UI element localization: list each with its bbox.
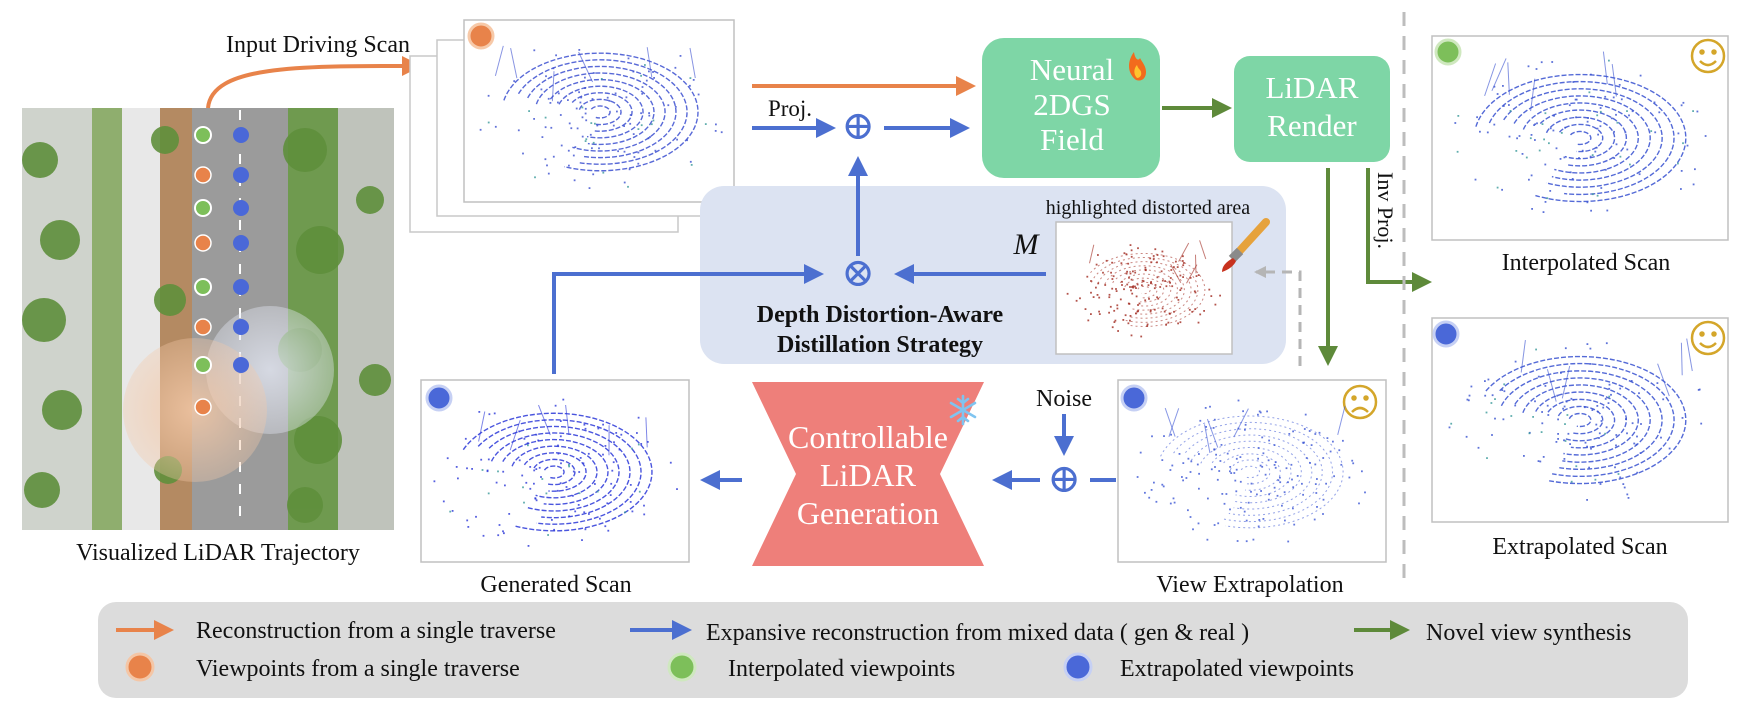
snowflake-icon (949, 394, 977, 426)
neural-2dgs-line1: Neural (1030, 52, 1114, 87)
blue-viewpoint-badge (1120, 384, 1148, 412)
view-extrapolation-image (1117, 379, 1387, 563)
lidar-point-cloud (1136, 399, 1366, 543)
lidar-point-cloud (1448, 338, 1703, 501)
legend-green-text: Novel view synthesis (1426, 620, 1631, 646)
legend-interpolated-text: Interpolated viewpoints (728, 656, 955, 682)
trajectory-caption: Visualized LiDAR Trajectory (76, 540, 360, 566)
lidar-render-box (1234, 56, 1390, 162)
input-scan-label: Input Driving Scan (226, 32, 410, 58)
legend-traverse-text: Viewpoints from a single traverse (196, 656, 520, 682)
lidar-point-cloud (479, 45, 723, 189)
interpolated-scan-image (1431, 35, 1729, 241)
smile-face-icon (1690, 320, 1726, 356)
oplus-top: ⊕ (841, 103, 875, 148)
generated-to-otimes-arrow (552, 264, 824, 374)
legend-blue-dot (1063, 652, 1093, 682)
inv-proj-label: Inv Proj. (1373, 172, 1398, 249)
otimes-symbol: ⊗ (841, 250, 875, 295)
extrapolated-viewpoint (233, 279, 249, 295)
interpolated-viewpoint (194, 356, 212, 374)
proj-label: Proj. (768, 96, 812, 121)
fire-icon (1129, 52, 1146, 81)
extrapolated-viewpoint (233, 127, 249, 143)
interpolated-viewpoint (194, 199, 212, 217)
legend-orange-text: Reconstruction from a single traverse (196, 618, 556, 644)
highlighted-area-label: highlighted distorted area (1046, 197, 1251, 219)
view-extrapolation-caption: View Extrapolation (1156, 572, 1343, 598)
interpolated-viewpoint (194, 278, 212, 296)
controllable-generation-block (752, 382, 984, 566)
lidar-point-cloud (1066, 240, 1221, 338)
lidar-point-cloud (1454, 51, 1707, 213)
input-scan-front (463, 19, 735, 203)
extrapolated-viewpoint (233, 357, 249, 373)
neural-2dgs-line2: 2DGS (1033, 87, 1111, 122)
blue-viewpoint-badge (1432, 320, 1460, 348)
extrapolated-viewpoint (233, 167, 249, 183)
input-scan-stack (409, 19, 735, 233)
legend-blue-text: Expansive reconstruction from mixed data… (706, 620, 1249, 646)
lidar-render-line1: LiDAR (1266, 70, 1359, 105)
extrapolated-scan-caption: Extrapolated Scan (1492, 534, 1667, 560)
trajectory-viewpoints (194, 126, 249, 416)
traverse-viewpoint (194, 166, 212, 184)
extrapolated-viewpoint (233, 319, 249, 335)
extrapolated-scan-image (1431, 317, 1729, 523)
legend-panel (98, 602, 1688, 698)
green-viewpoint-badge (1434, 38, 1462, 66)
orange-viewpoint-badge (467, 22, 495, 50)
paintbrush-icon (1222, 218, 1270, 272)
traverse-viewpoint (194, 398, 212, 416)
interpolated-viewpoint (194, 126, 212, 144)
extrapolated-viewpoint (233, 200, 249, 216)
distill-strategy-line1: Depth Distortion-Aware (757, 302, 1004, 328)
oplus-bottom: ⊕ (1047, 456, 1081, 501)
controllable-line3: Generation (797, 495, 939, 531)
legend-green-dot (667, 652, 697, 682)
smile-face-icon (1690, 38, 1726, 74)
controllable-line1: Controllable (788, 419, 948, 455)
lidar-render-line2: Render (1267, 108, 1357, 143)
inv-proj-arrow (1366, 168, 1432, 292)
mask-source-arrow (1256, 270, 1302, 366)
traverse-viewpoint (194, 318, 212, 336)
neural-2dgs-line3: Field (1040, 122, 1104, 157)
trajectory-panel (22, 108, 394, 530)
generated-scan-caption: Generated Scan (480, 572, 631, 598)
extrapolated-viewpoint (233, 235, 249, 251)
noise-label: Noise (1036, 386, 1092, 412)
legend-extrapolated-text: Extrapolated viewpoints (1120, 656, 1354, 682)
neural-2dgs-box (982, 38, 1160, 178)
blue-viewpoint-badge (425, 384, 453, 412)
lidar-point-cloud (433, 398, 678, 547)
input-scan-arrow (206, 55, 422, 109)
interpolated-scan-caption: Interpolated Scan (1502, 250, 1671, 276)
legend-orange-dot (125, 652, 155, 682)
controllable-line2: LiDAR (820, 457, 917, 493)
legend: Reconstruction from a single traverse Ex… (116, 618, 1631, 682)
frown-face-icon (1342, 384, 1378, 420)
distill-strategy-line2: Distillation Strategy (777, 332, 983, 358)
traverse-viewpoint (194, 234, 212, 252)
mask-symbol: M (1013, 228, 1041, 261)
distorted-area-map (1055, 221, 1233, 355)
generated-scan-image (420, 379, 690, 563)
